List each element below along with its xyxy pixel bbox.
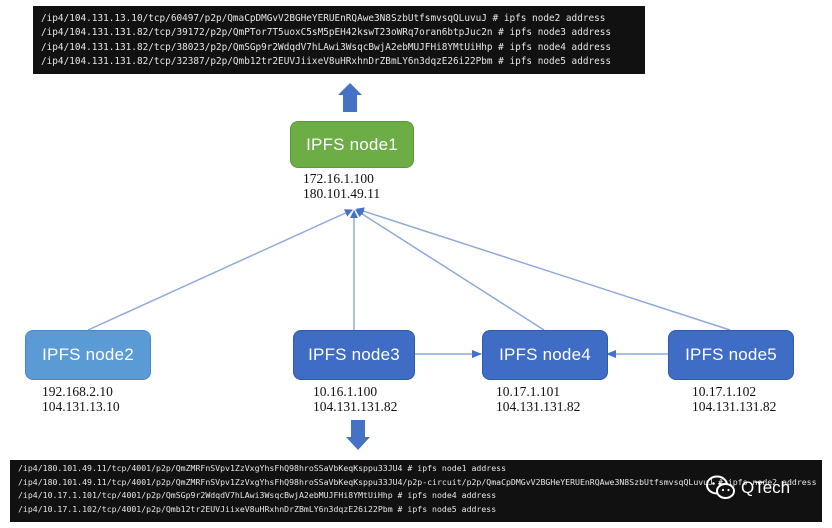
node-ip: 180.101.49.11 — [303, 186, 381, 201]
watermark: QTech — [706, 475, 790, 501]
terminal-line: /ip4/180.101.49.11/tcp/4001/p2p/QmZMRFnS… — [18, 463, 506, 473]
node-ip: 10.17.1.102 — [692, 384, 757, 399]
block-arrow-down — [346, 420, 370, 450]
terminal-line: /ip4/104.131.131.82/tcp/39172/p2p/QmPTor… — [41, 27, 612, 39]
terminal-line: /ip4/180.101.49.11/tcp/4001/p2p/QmZMRFnS… — [18, 476, 817, 487]
terminal-line: /ip4/10.17.1.101/tcp/4001/p2p/QmSGp9r2Wd… — [18, 490, 497, 501]
terminal-output-top: /ip4/104.131.13.10/tcp/60497/p2p/QmaCpDM… — [33, 6, 645, 74]
terminal-line: /ip4/104.131.13.10/tcp/60497/p2p/QmaCpDM… — [41, 13, 606, 24]
terminal-output-bottom: /ip4/180.101.49.11/tcp/4001/p2p/QmZMRFnS… — [10, 460, 822, 522]
node4-addresses: 10.17.1.101 104.131.131.82 — [496, 384, 580, 414]
ipfs-node5-box: IPFS node5 — [668, 330, 794, 380]
node-label: IPFS node5 — [685, 345, 777, 364]
block-arrow-up — [338, 83, 362, 112]
node3-addresses: 10.16.1.100 104.131.131.82 — [313, 384, 397, 414]
node2-addresses: 192.168.2.10 104.131.13.10 — [42, 384, 120, 414]
node-ip: 172.16.1.100 — [303, 171, 374, 186]
node-label: IPFS node2 — [42, 345, 134, 364]
node1-addresses: 172.16.1.100 180.101.49.11 — [303, 171, 380, 201]
ipfs-node3-box: IPFS node3 — [293, 330, 415, 380]
node-ip: 10.17.1.101 — [496, 384, 561, 399]
link-node2-node1 — [87, 209, 353, 331]
terminal-line: /ip4/104.131.131.82/tcp/38023/p2p/QmSGp9… — [41, 41, 612, 53]
node-ip: 104.131.131.82 — [313, 399, 398, 414]
watermark-text: QTech — [741, 478, 791, 497]
node-ip: 192.168.2.10 — [42, 384, 113, 399]
wechat-icon — [706, 475, 735, 499]
ipfs-node4-box: IPFS node4 — [482, 330, 608, 380]
node-ip: 104.131.131.82 — [496, 399, 581, 414]
node-ip: 10.16.1.100 — [313, 384, 378, 399]
terminal-line: /ip4/104.131.131.82/tcp/32387/p2p/Qmb12t… — [41, 56, 612, 68]
ipfs-node2-box: IPFS node2 — [25, 330, 151, 380]
node-ip: 104.131.131.82 — [692, 399, 777, 414]
terminal-line: /ip4/10.17.1.102/tcp/4001/p2p/Qmb12tr2EU… — [18, 503, 497, 514]
link-node5-node1 — [356, 207, 731, 331]
node5-addresses: 10.17.1.102 104.131.131.82 — [692, 384, 776, 414]
link-node4-node1 — [355, 209, 545, 331]
node-label: IPFS node1 — [306, 134, 398, 154]
node-ip: 104.131.13.10 — [42, 399, 120, 414]
node-label: IPFS node4 — [499, 345, 591, 364]
node-label: IPFS node3 — [308, 345, 400, 364]
ipfs-node1-box: IPFS node1 — [290, 121, 414, 168]
